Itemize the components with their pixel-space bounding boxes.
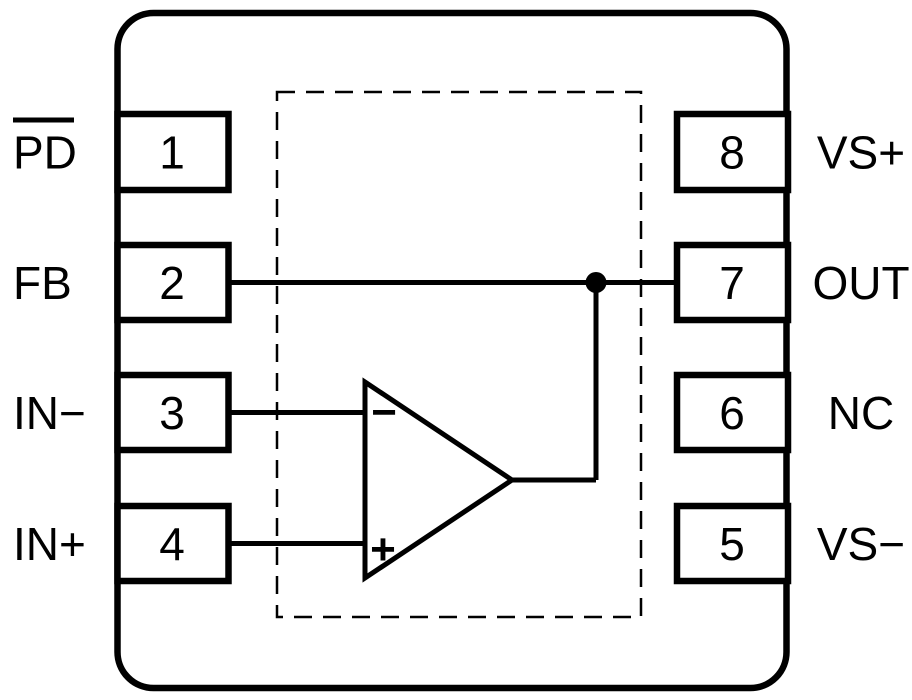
pin-label-fb: FB xyxy=(13,257,72,309)
pin-6-box xyxy=(673,371,792,454)
pin-1-box xyxy=(114,110,232,194)
pin-8: 8 xyxy=(673,110,792,194)
opamp-inverting-input-sign: − xyxy=(371,388,397,437)
pin-5-number: 5 xyxy=(719,518,745,570)
pin-2-box xyxy=(114,241,232,324)
opamp-triangle xyxy=(362,377,517,583)
pin-4: 4 xyxy=(114,502,232,585)
pin-6-number: 6 xyxy=(719,387,745,439)
pin-7-box xyxy=(673,241,792,324)
pin-8-box xyxy=(673,110,792,194)
pin-label-vs-plus: VS+ xyxy=(817,126,905,178)
pin-1: 1 xyxy=(114,110,232,194)
pin-6: 6 xyxy=(673,371,792,454)
pin-3-number: 3 xyxy=(159,387,185,439)
pin-7: 7 xyxy=(673,241,792,324)
pin-7-number: 7 xyxy=(719,257,745,309)
pin-label-vs-minus: VS− xyxy=(817,518,905,570)
pin-label-out: OUT xyxy=(812,257,909,309)
pin-2: 2 xyxy=(114,241,232,324)
pin-5-box xyxy=(673,502,792,585)
pin-2-number: 2 xyxy=(159,257,185,309)
pin-5: 5 xyxy=(673,502,792,585)
pin-4-box xyxy=(114,502,232,585)
pin-8-number: 8 xyxy=(719,126,745,178)
pin-1-number: 1 xyxy=(159,126,185,178)
pin-label-in-plus: IN+ xyxy=(13,518,86,570)
opamp-noninverting-input-sign: + xyxy=(370,525,396,574)
pin-3-box xyxy=(114,371,232,454)
pin-3: 3 xyxy=(114,371,232,454)
pin-label-pd: PD xyxy=(13,126,77,178)
pin-label-nc: NC xyxy=(828,387,894,439)
internal-dashed-boundary xyxy=(275,90,643,619)
package-outline xyxy=(114,9,790,692)
pin-label-in-minus: IN− xyxy=(13,387,86,439)
junction-dot xyxy=(585,272,607,293)
pin-4-number: 4 xyxy=(159,518,185,570)
